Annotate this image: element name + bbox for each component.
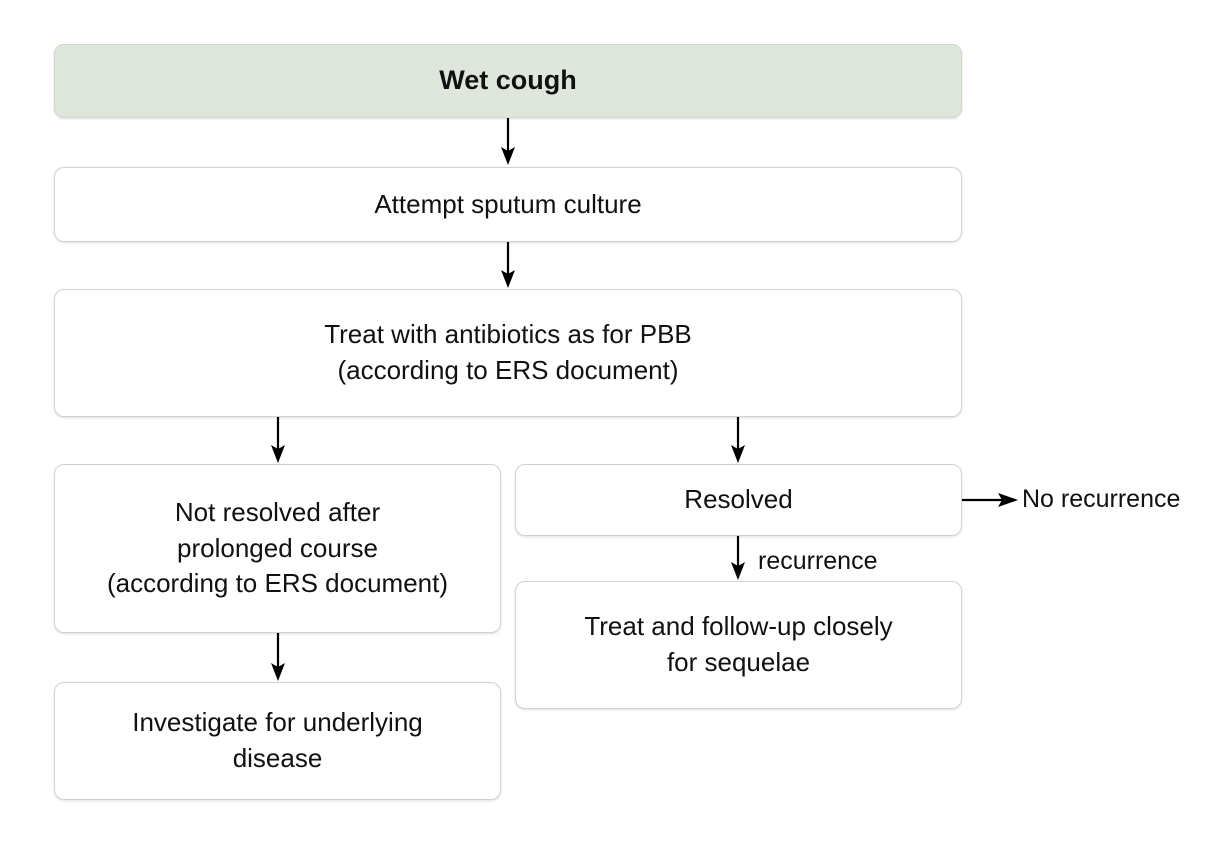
arrow-wet-cough-to-sputum-culture (498, 118, 518, 166)
label-no-recurrence: No recurrence (1022, 485, 1181, 513)
arrow-treat-to-resolved (728, 417, 748, 464)
node-investigate-underlying-disease-label: Investigate for underlying disease (132, 707, 423, 773)
node-resolved[interactable]: Resolved (515, 464, 962, 536)
node-wet-cough-label: Wet cough (439, 65, 577, 96)
node-wet-cough[interactable]: Wet cough (54, 44, 962, 118)
node-treat-and-follow-up-label: Treat and follow-up closely for sequelae (584, 611, 893, 677)
node-treat-with-antibiotics[interactable]: Treat with antibiotics as for PBB (accor… (54, 289, 962, 417)
node-attempt-sputum-culture[interactable]: Attempt sputum culture (54, 167, 962, 242)
node-not-resolved[interactable]: Not resolved after prolonged course (acc… (54, 464, 501, 633)
arrow-resolved-to-treat-follow-up (728, 536, 748, 581)
node-treat-and-follow-up[interactable]: Treat and follow-up closely for sequelae (515, 581, 962, 709)
arrow-sputum-culture-to-treat (498, 242, 518, 289)
arrow-not-resolved-to-investigate (268, 633, 288, 682)
arrow-treat-to-not-resolved (268, 417, 288, 464)
node-resolved-label: Resolved (684, 484, 793, 515)
arrow-resolved-to-no-recurrence (962, 490, 1022, 510)
label-recurrence: recurrence (758, 547, 878, 575)
node-not-resolved-label: Not resolved after prolonged course (acc… (106, 496, 449, 599)
node-attempt-sputum-culture-label: Attempt sputum culture (374, 188, 642, 219)
node-investigate-underlying-disease[interactable]: Investigate for underlying disease (54, 682, 501, 800)
node-treat-with-antibiotics-label: Treat with antibiotics as for PBB (accor… (324, 319, 692, 385)
